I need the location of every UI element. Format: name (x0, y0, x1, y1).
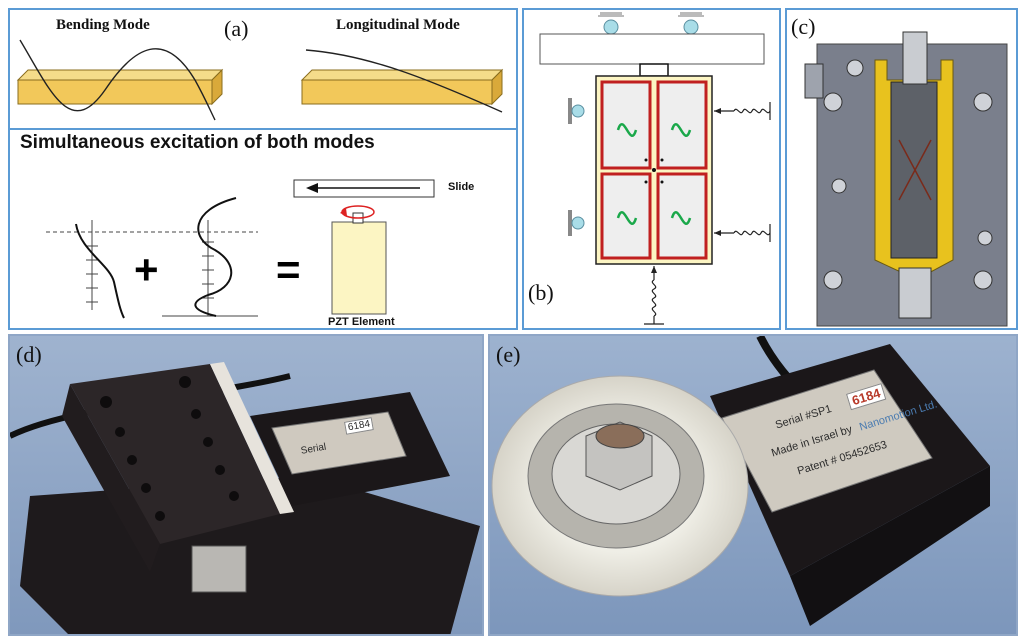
slide-label: Slide (448, 181, 475, 193)
electrode-bottom-right (656, 172, 708, 260)
longitudinal-mode-bar (300, 68, 504, 106)
plus-sign: + (134, 246, 159, 293)
panel-d: Serial 6184 (d) (8, 334, 484, 636)
panel-e: Serial #SP1 6184 Made in Israel by Nanom… (488, 334, 1018, 636)
electrode-top-right (656, 80, 708, 170)
panel-e-label: (e) (496, 342, 521, 367)
bending-profile-curve (75, 223, 125, 319)
panel-c: (c) (785, 8, 1018, 330)
panel-b-diagram (539, 12, 771, 325)
panel-a-label: (a) (224, 16, 249, 41)
slide-plate (539, 33, 765, 65)
panel-d-label: (d) (16, 342, 42, 367)
longitudinal-profile-curve (194, 197, 237, 317)
equals-sign: = (276, 246, 301, 293)
panel-b: (b) (522, 8, 781, 330)
panel-b-label: (b) (528, 280, 554, 305)
panel-c-label: (c) (791, 14, 816, 39)
bending-mode-title: Bending Mode (56, 17, 150, 33)
motor-stage-photo (10, 336, 482, 634)
electrode-bottom-left (600, 172, 652, 260)
bending-mode-bar (16, 68, 224, 106)
pzt-element-label: PZT Element (328, 316, 395, 328)
panel-a-diagram (10, 39, 516, 319)
panel-c-cutaway-drawing (804, 31, 1008, 327)
longitudinal-mode-title: Longitudinal Mode (336, 17, 460, 33)
simultaneous-excitation-title: Simultaneous excitation of both modes (20, 132, 375, 153)
pzt-element-rect (331, 221, 387, 315)
rotary-motor-photo (490, 336, 1016, 634)
bending-wave-curve (19, 39, 216, 121)
panel-a: Bending Mode (a) Longitudinal Mode Simul… (8, 8, 518, 330)
electrode-top-left (600, 80, 652, 170)
longitudinal-wave-curve (305, 49, 503, 113)
